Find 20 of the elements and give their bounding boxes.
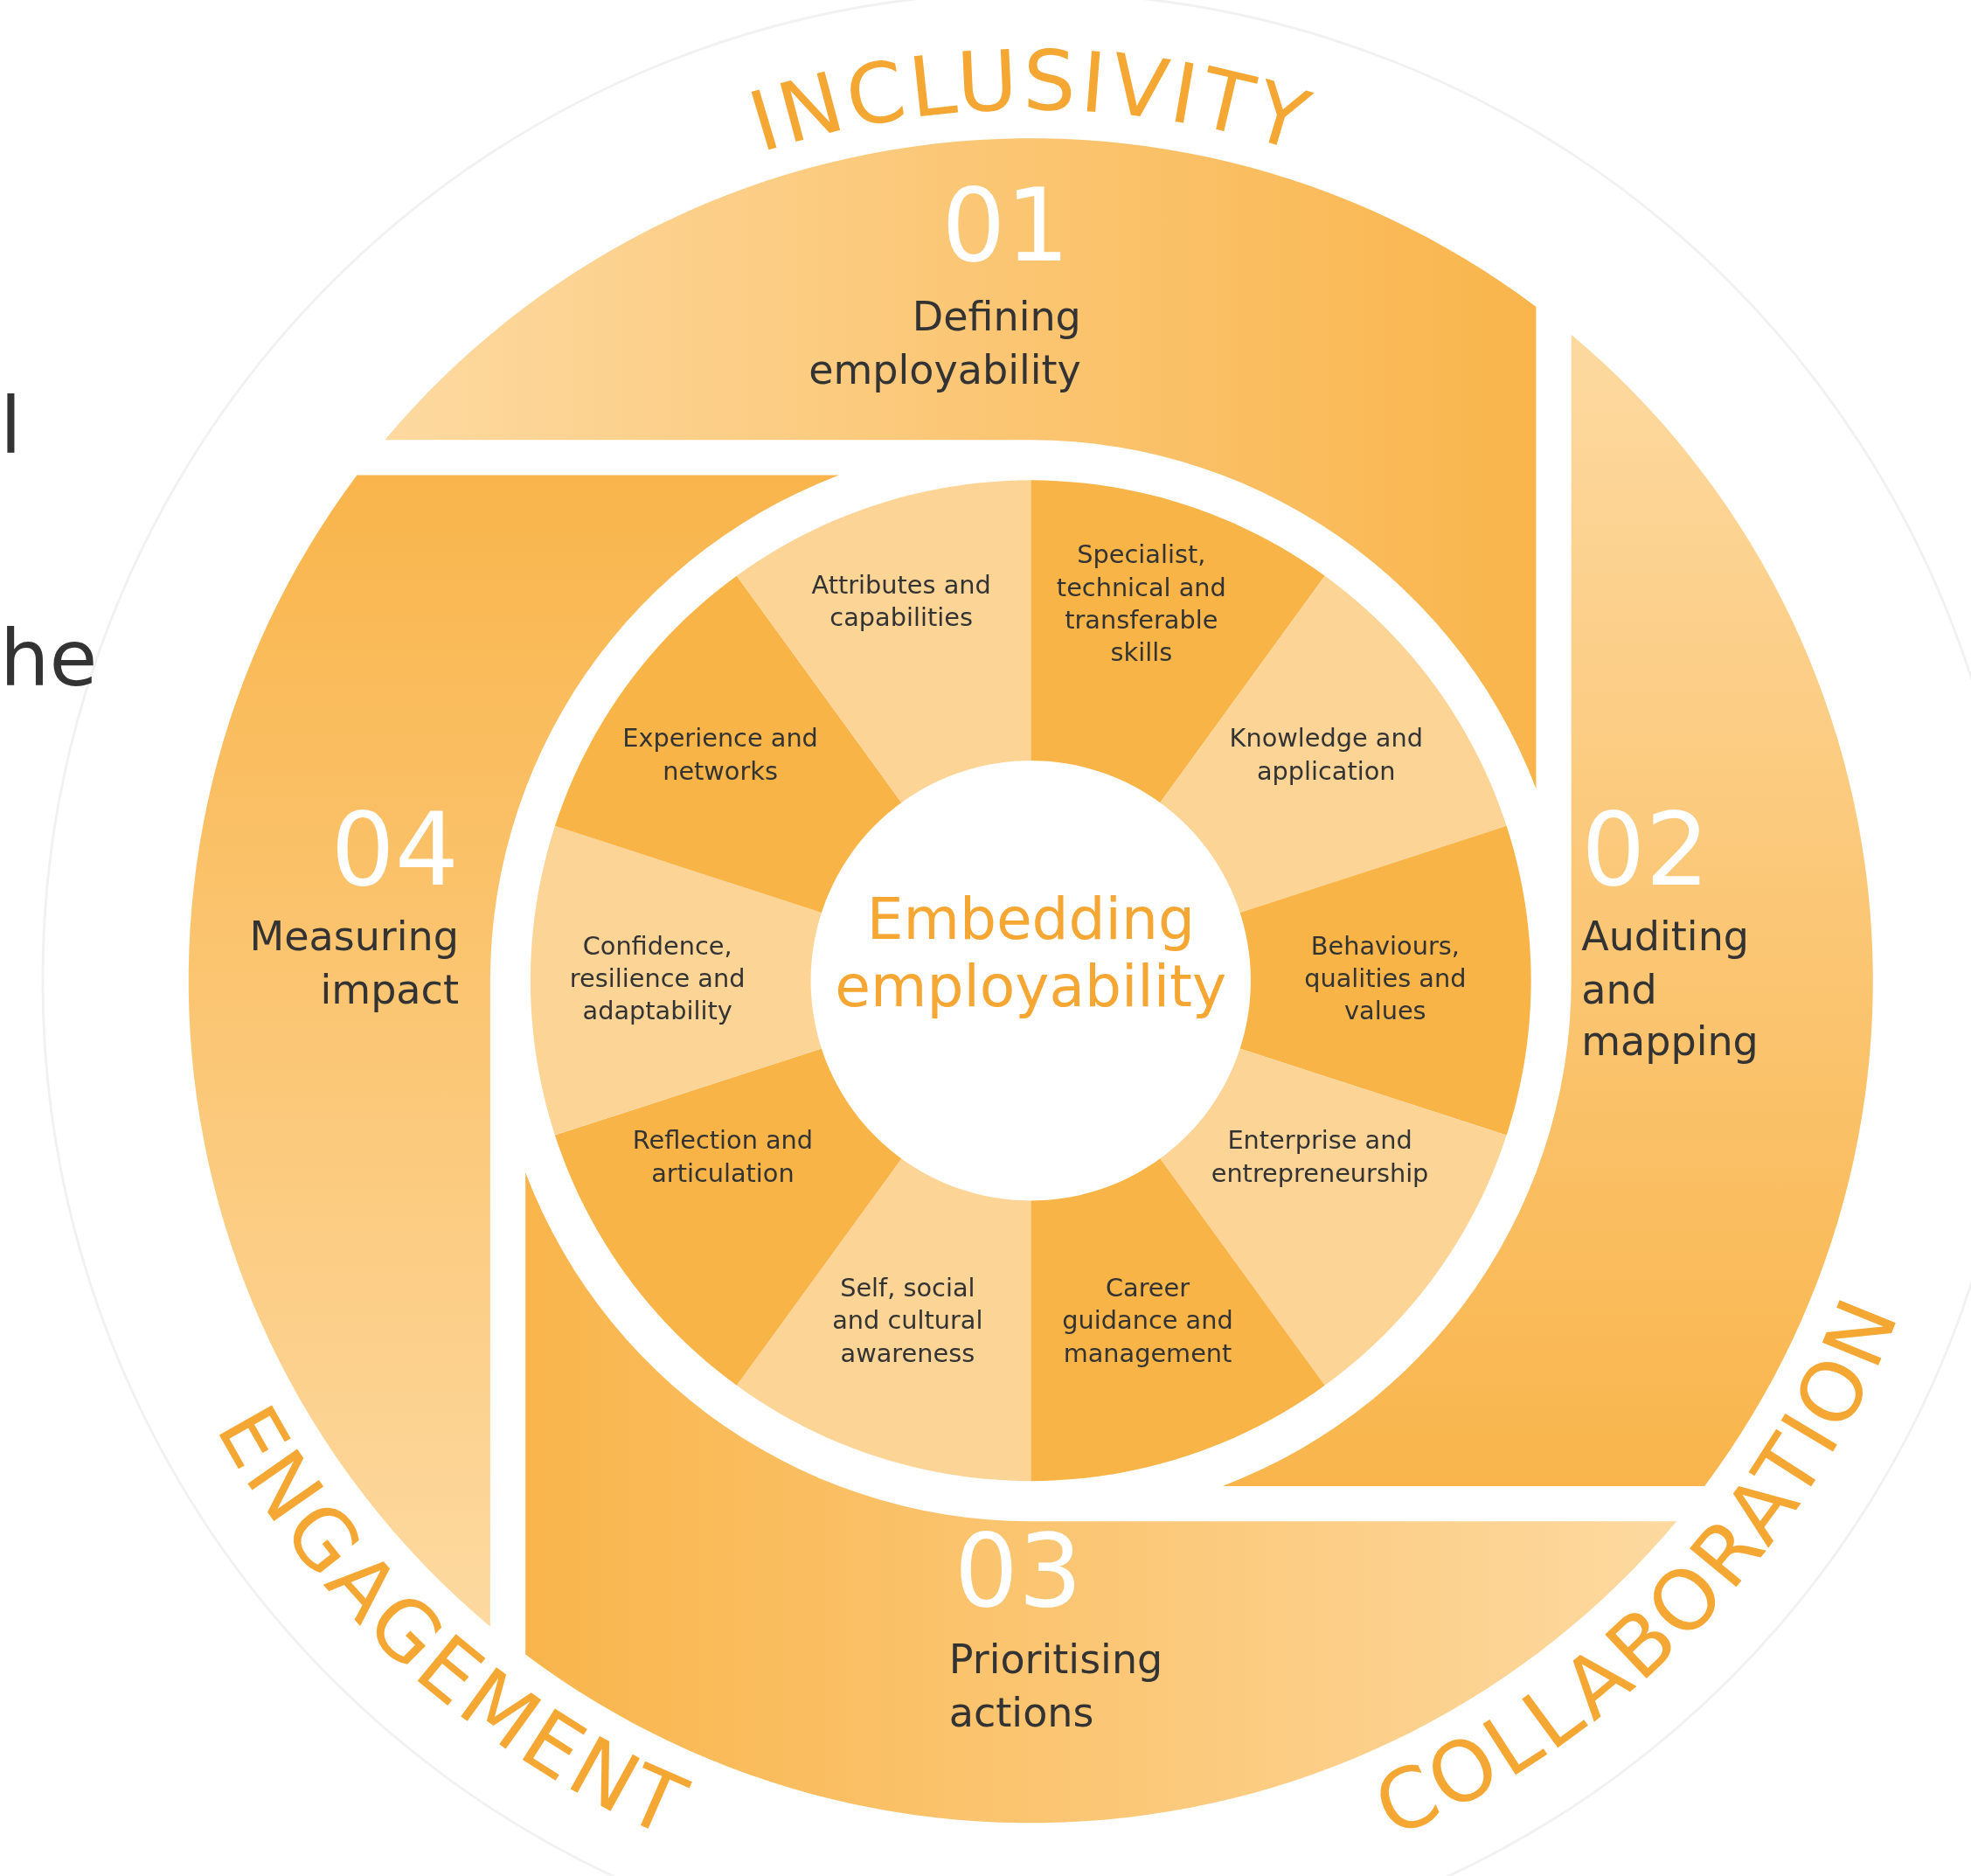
segment-label: Behaviours, qualities and values <box>1303 929 1468 1027</box>
center-title: Embedding employability <box>834 886 1228 1019</box>
step-label: Defining employability <box>808 292 1081 395</box>
segment-label: Confidence, resilience and adaptability <box>568 929 746 1027</box>
segment-label: Experience and networks <box>621 721 819 788</box>
segment-label: Knowledge and application <box>1228 721 1424 788</box>
step-number: 02 <box>1581 791 1711 911</box>
text-fragment: l <box>0 383 22 469</box>
segment-label: Enterprise and entrepreneurship <box>1210 1124 1430 1190</box>
segment-label: Career guidance and management <box>1061 1271 1234 1370</box>
step-number: 03 <box>953 1511 1084 1631</box>
segment-label: Self, social and cultural awareness <box>831 1271 984 1370</box>
text-fragment: he <box>0 615 98 702</box>
segment-label: Specialist, technical and transferable skills <box>1055 538 1227 670</box>
step-number: 04 <box>330 791 459 911</box>
segment-label: Attributes and capabilities <box>810 568 992 634</box>
segment-label: Reflection and articulation <box>631 1124 815 1190</box>
step-label: Prioritising actions <box>948 1635 1164 1738</box>
step-label: Auditing and mapping <box>1581 912 1759 1067</box>
step-label: Measuring impact <box>248 912 459 1015</box>
